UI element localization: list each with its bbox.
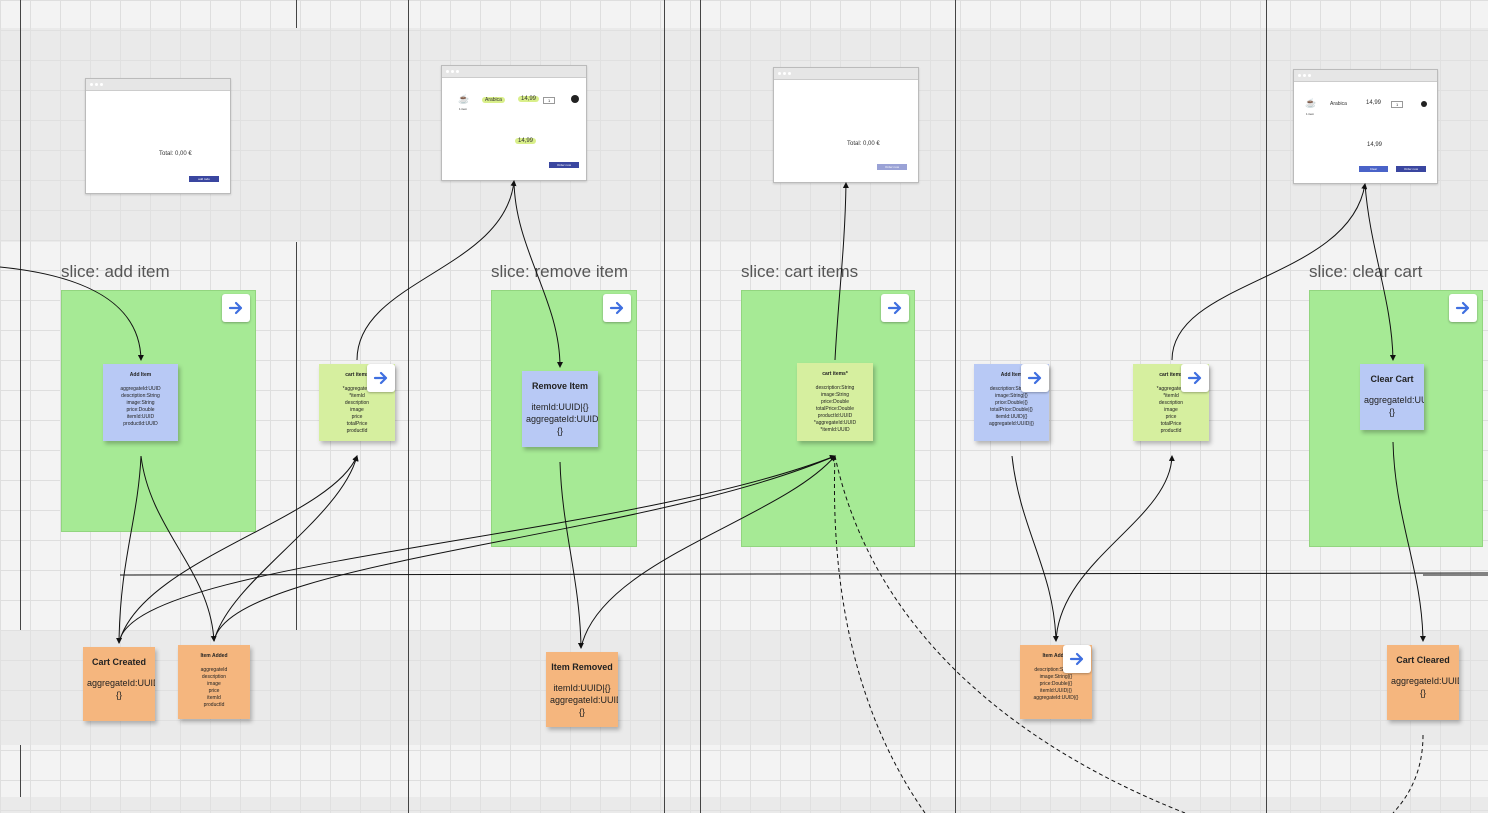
- sticky-title: Remove Item: [531, 381, 589, 391]
- column-divider: [408, 0, 409, 813]
- sticky-fields: description:String|{} image:String|{} pr…: [989, 386, 1034, 427]
- column-divider: [296, 0, 297, 28]
- sticky-fields: aggregateId:UUID description:String imag…: [120, 386, 161, 427]
- column-divider: [296, 242, 297, 630]
- event-sticky-cart-cleared[interactable]: Cart Cleared aggregateId:UUID|{}: [1387, 645, 1459, 720]
- slice-link-button[interactable]: [881, 294, 909, 322]
- order-now-button[interactable]: Order now: [1396, 166, 1426, 172]
- product-name: Arabica: [482, 97, 505, 103]
- arrow-right-icon: [1069, 652, 1084, 666]
- command-sticky-add-item[interactable]: Add Item aggregateId:UUID description:St…: [103, 364, 178, 441]
- sticky-fields: aggregateId:UUID|{}: [87, 678, 155, 700]
- sticky-fields: itemId:UUID|{} aggregateId:UUID|{}: [550, 683, 618, 717]
- sticky-title: cart items: [345, 372, 369, 378]
- command-sticky-remove-item[interactable]: Remove Item itemId:UUID|{} aggregateId:U…: [522, 371, 598, 447]
- minus-circle-icon[interactable]: [1421, 101, 1427, 107]
- event-sticky-item-removed[interactable]: Item Removed itemId:UUID|{} aggregateId:…: [546, 652, 618, 727]
- sticky-title: cart items*: [822, 371, 848, 377]
- window-titlebar: [442, 66, 586, 78]
- bottom-lane-band: [0, 797, 1488, 813]
- arrow-right-icon: [373, 371, 388, 385]
- arrow-right-icon: [1187, 371, 1202, 385]
- product-price: 14,99: [1366, 100, 1382, 106]
- slice-title-remove-item[interactable]: slice: remove item: [491, 262, 628, 281]
- arrow-right-icon: [609, 301, 624, 315]
- arrow-right-icon: [1455, 301, 1470, 315]
- sticky-title: Add Item: [129, 372, 152, 378]
- command-sticky-clear-cart[interactable]: Clear Cart aggregateId:UUID|{}: [1360, 364, 1424, 430]
- sticky-fields: aggregateId description image price item…: [200, 667, 228, 708]
- product-name: Arabica: [1330, 101, 1347, 107]
- slice-title-clear-cart[interactable]: slice: clear cart: [1309, 262, 1423, 281]
- sticky-fields: description:String|{} image:String|{} pr…: [1033, 667, 1079, 701]
- ui-wireframe-empty-cart[interactable]: Total: 0,00 € add todo: [85, 78, 231, 194]
- window-titlebar: [86, 79, 230, 91]
- ui-wireframe-clear-cart[interactable]: ☕ Arabica 14,99 1 1 item 14,99 Clear Ord…: [1293, 69, 1438, 184]
- sticky-fields: aggregateId:UUID|{}: [1391, 676, 1459, 698]
- clear-button[interactable]: Clear: [1359, 166, 1388, 172]
- cart-total: 14,99: [515, 138, 537, 144]
- item-count: 1 item: [459, 107, 468, 111]
- item-count: 1 item: [1306, 112, 1315, 116]
- sticky-title: Cart Created: [91, 657, 147, 667]
- cart-total-label: Total: 0,00 €: [847, 141, 880, 147]
- ui-wireframe-empty-cart-2[interactable]: Total: 0,00 € Order now: [773, 67, 919, 183]
- slice-link-button[interactable]: [603, 294, 631, 322]
- command-sticky-add-item-2[interactable]: Add Item description:String|{} image:Str…: [974, 364, 1049, 441]
- coffee-cup-icon: ☕: [1305, 98, 1317, 108]
- column-divider: [664, 0, 665, 813]
- sticky-link-button[interactable]: [1181, 364, 1209, 392]
- slice-link-button[interactable]: [222, 294, 250, 322]
- arrow-right-icon: [228, 301, 243, 315]
- window-titlebar: [1294, 70, 1437, 82]
- coffee-cup-icon: ☕: [458, 94, 470, 104]
- sticky-fields: *aggregateId *itemId description image p…: [1156, 386, 1186, 434]
- arrow-right-icon: [1027, 371, 1042, 385]
- sticky-link-button[interactable]: [1021, 364, 1049, 392]
- column-divider: [20, 0, 21, 630]
- sticky-title: Add Item: [1000, 372, 1023, 378]
- slice-title-cart-items[interactable]: slice: cart items: [741, 262, 859, 281]
- sticky-fields: description:String image:String price:Do…: [813, 385, 857, 433]
- column-divider: [20, 745, 21, 797]
- cart-total-label: Total: 0,00 €: [159, 151, 192, 157]
- event-sticky-item-added[interactable]: Item Added aggregateId description image…: [178, 645, 250, 719]
- product-price: 14,99: [518, 96, 540, 102]
- sticky-link-button[interactable]: [367, 364, 395, 392]
- order-now-button[interactable]: Order now: [549, 162, 579, 168]
- slice-title-add-item[interactable]: slice: add item: [61, 262, 170, 281]
- window-titlebar: [774, 68, 918, 80]
- quantity-stepper[interactable]: 1: [543, 97, 556, 104]
- sticky-title: Item Removed: [551, 662, 613, 672]
- sticky-link-button[interactable]: [1063, 645, 1091, 673]
- sticky-title: Item Added: [1042, 653, 1070, 659]
- column-divider: [700, 0, 701, 813]
- column-divider: [1266, 0, 1267, 813]
- cart-total: 14,99: [1367, 142, 1383, 148]
- column-divider: [955, 0, 956, 813]
- add-todo-button[interactable]: add todo: [189, 176, 219, 182]
- sticky-fields: itemId:UUID|{} aggregateId:UUID|{}: [526, 402, 598, 436]
- sticky-fields: aggregateId:UUID|{}: [1364, 395, 1424, 417]
- view-sticky-cart-items-main[interactable]: cart items* description:String image:Str…: [797, 363, 873, 441]
- slice-link-button[interactable]: [1449, 294, 1477, 322]
- sticky-fields: *aggregateId *itemId description image p…: [342, 386, 372, 434]
- sticky-title: cart items: [1159, 372, 1183, 378]
- order-now-button-disabled[interactable]: Order now: [877, 164, 907, 170]
- sticky-title: Clear Cart: [1370, 374, 1414, 384]
- minus-circle-icon[interactable]: [571, 95, 579, 103]
- quantity-stepper[interactable]: 1: [1391, 101, 1404, 108]
- view-sticky-cart-items[interactable]: cart items *aggregateId *itemId descript…: [319, 364, 395, 441]
- sticky-title: Cart Cleared: [1396, 655, 1450, 665]
- sticky-title: Item Added: [200, 653, 228, 659]
- ui-wireframe-cart-with-item[interactable]: ☕ Arabica 14,99 1 1 item 14,99 Order now: [441, 65, 587, 181]
- event-sticky-cart-created[interactable]: Cart Created aggregateId:UUID|{}: [83, 647, 155, 721]
- ui-lane-band: [0, 28, 1488, 242]
- arrow-right-icon: [887, 301, 902, 315]
